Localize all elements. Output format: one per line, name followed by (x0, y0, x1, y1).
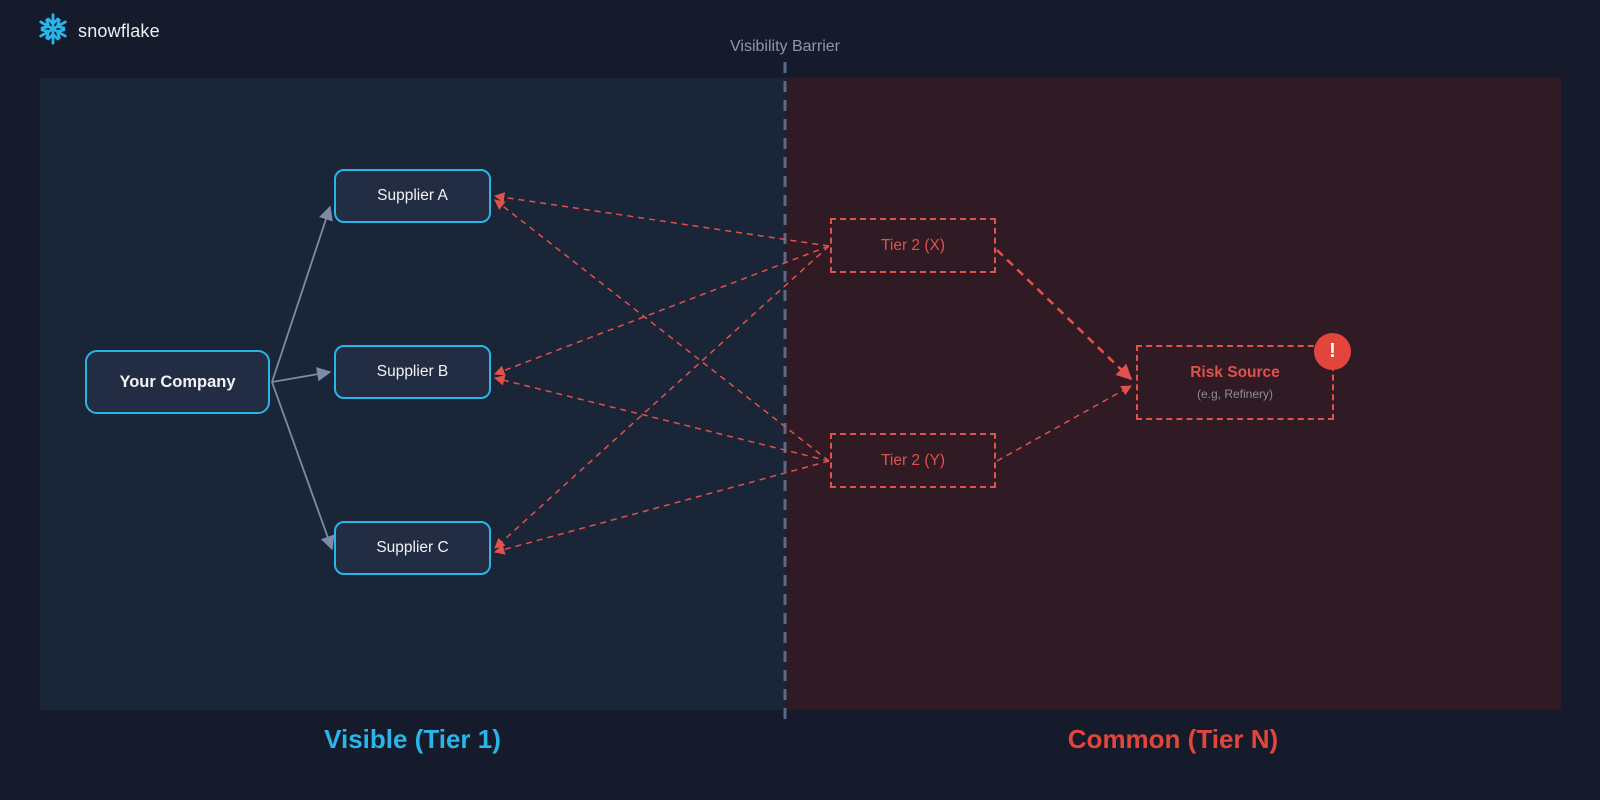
node-supplier-b: Supplier B (334, 345, 491, 399)
node-risk-source-label: Risk Source (1190, 364, 1280, 381)
node-risk-source-sublabel: (e.g, Refinery) (1196, 387, 1274, 401)
common-region-panel (785, 78, 1561, 710)
node-tier2-x-label: Tier 2 (X) (880, 236, 945, 254)
node-supplier-c-label: Supplier C (376, 539, 449, 556)
risk-alert-exclamation: ! (1329, 340, 1336, 362)
brand-name: snowflake (78, 21, 160, 41)
node-supplier-c: Supplier C (334, 521, 491, 575)
visibility-barrier-label: Visibility Barrier (730, 38, 840, 55)
risk-alert-icon: ! (1314, 333, 1351, 370)
node-risk-source: Risk Source (e.g, Refinery) (1136, 345, 1334, 420)
node-supplier-a: Supplier A (334, 169, 491, 223)
node-tier2-y: Tier 2 (Y) (830, 433, 996, 488)
node-your-company: Your Company (85, 350, 270, 414)
node-your-company-label: Your Company (119, 372, 236, 391)
brand-logo: snowflake (36, 12, 160, 51)
visible-tier1-label: Visible (Tier 1) (324, 723, 501, 754)
node-tier2-y-label: Tier 2 (Y) (880, 451, 945, 469)
node-supplier-a-label: Supplier A (377, 187, 448, 204)
snowflake-icon (36, 12, 70, 51)
node-tier2-x: Tier 2 (X) (830, 218, 996, 273)
node-supplier-b-label: Supplier B (376, 363, 449, 380)
common-tierN-label: Common (Tier N) (1067, 723, 1279, 754)
